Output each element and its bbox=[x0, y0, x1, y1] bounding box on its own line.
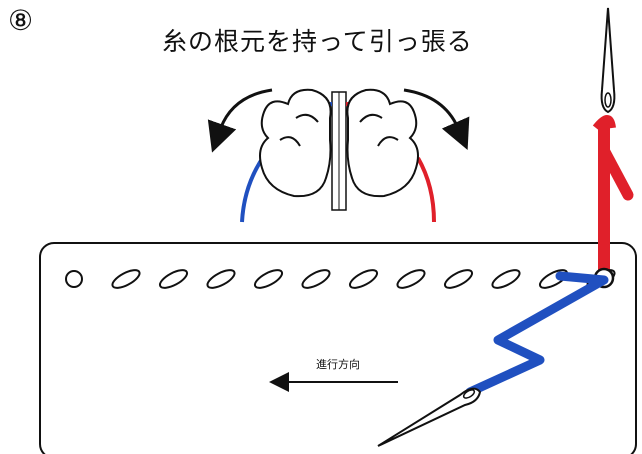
stitch-slot bbox=[253, 269, 284, 289]
stitch-slot bbox=[206, 269, 236, 289]
stitch-slot bbox=[443, 269, 474, 289]
left-hand-icon bbox=[259, 88, 332, 198]
right-hand-icon bbox=[346, 88, 419, 198]
instruction-title: 糸の根元を持って引っ張る bbox=[162, 27, 473, 56]
pull-arrow-right-icon bbox=[403, 88, 470, 150]
stitch-slots bbox=[111, 269, 616, 289]
stitch-hole-icon bbox=[65, 270, 83, 288]
step-number: ⑧ bbox=[8, 4, 34, 37]
red-thread-right-lower bbox=[416, 157, 436, 223]
direction-label: 進行方向 bbox=[316, 358, 360, 371]
red-thread-tail bbox=[598, 144, 634, 201]
needle-icon bbox=[377, 387, 482, 447]
stitch-slot bbox=[396, 269, 426, 289]
red-thread-loop bbox=[592, 115, 616, 131]
stitch-holes bbox=[65, 270, 83, 288]
stitch-slot bbox=[111, 269, 141, 289]
leather-piece bbox=[39, 242, 637, 454]
stitch-slot bbox=[491, 269, 521, 289]
blue-thread-stitch bbox=[465, 271, 609, 397]
stitch-slot bbox=[158, 269, 189, 289]
pull-arrow-left-icon bbox=[207, 88, 273, 153]
stitch-slot bbox=[348, 269, 379, 289]
needle-icon bbox=[600, 7, 616, 114]
stitch-slot bbox=[301, 269, 331, 289]
